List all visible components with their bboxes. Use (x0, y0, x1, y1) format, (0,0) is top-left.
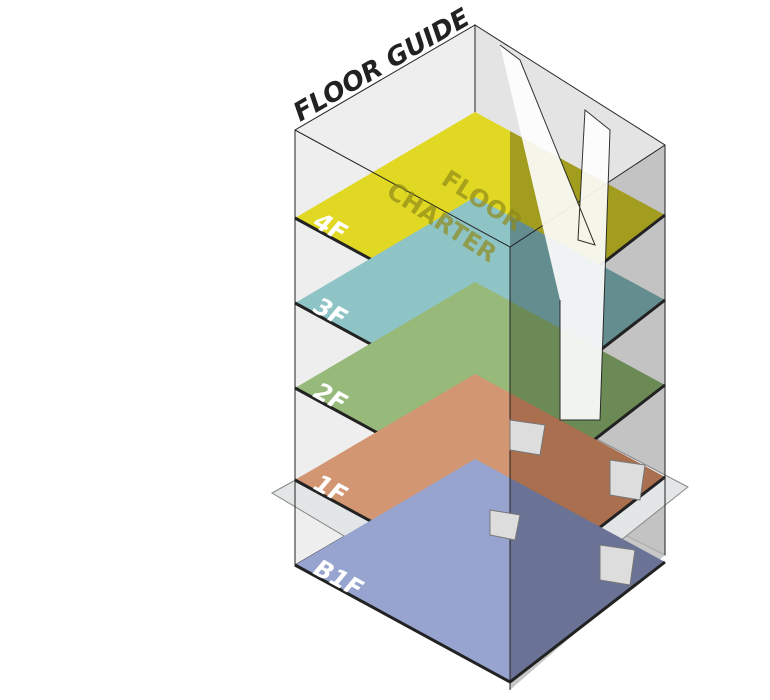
floor-b1f[interactable]: B1F (294, 459, 666, 684)
stairs (489, 419, 646, 586)
floor-plate-right (510, 477, 665, 682)
roof-outline (294, 129, 666, 248)
floor-plate-left (295, 459, 510, 682)
elevator-shaft (499, 44, 611, 421)
